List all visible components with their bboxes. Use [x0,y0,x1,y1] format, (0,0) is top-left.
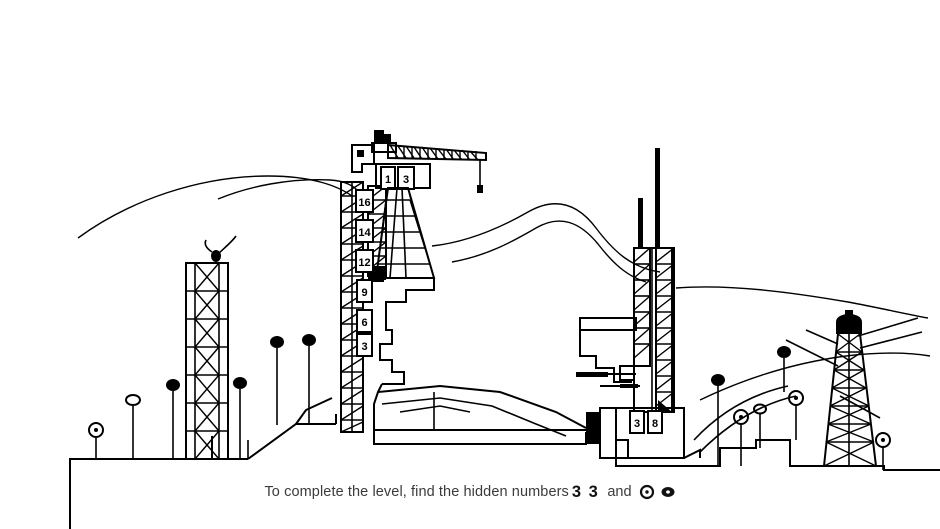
caption-hidden-numbers: 3 3 [571,482,600,501]
right-podium: 3 8 [599,407,701,467]
circle-dot-lamp-icon [639,484,654,500]
ground-right [684,385,940,471]
plaque-8-podium-box [647,410,663,434]
lamp-filled-1 [166,379,180,459]
plaque-14-label: 14 [358,227,371,239]
lamp-filled-5 [711,374,725,466]
lamp-circle-dot-2 [733,409,749,466]
lamp-circle-dot-3 [788,390,804,440]
plaque-group-left: 16 14 12 9 6 3 [355,189,374,357]
plaque-14-box [355,219,374,243]
level-instruction-caption: To complete the level, find the hidden n… [0,474,940,510]
plaque-1-label: 1 [385,174,391,186]
plaque-6-label: 6 [361,317,367,329]
right-mid-massing [576,317,640,388]
plaque-3-podium-label: 3 [634,418,640,430]
hill-outlines [77,175,931,401]
filled-oval-lamp-icon [661,487,675,497]
lamp-circle-dot-4 [875,432,891,470]
plaque-3-box [356,333,373,357]
caption-prefix: To complete the level, find the hidden n… [264,484,569,500]
lamp-hollow-oval-1 [125,394,141,459]
caption-symbols [637,484,676,500]
lamp-filled-2 [233,377,247,459]
plaque-3-label: 3 [361,341,367,353]
plaque-8-podium-label: 8 [652,418,658,430]
lattice-tower-left [185,235,237,460]
caption-conjunction: and [607,484,632,500]
lamp-hollow-oval-2 [753,403,767,448]
plaque-16-label: 16 [358,197,370,209]
skyscraper-right [619,148,675,413]
lamp-filled-4 [302,334,316,424]
lamp-filled-6 [777,346,791,392]
water-tower-right [785,310,923,467]
tower-crane [351,130,487,193]
numbered-tower-crane: 1 3 [374,163,436,280]
street-lamps [88,334,891,470]
plaque-3-podium-box [629,410,645,434]
plaque-12-label: 12 [358,257,370,269]
plaque-6-box [356,309,373,333]
plaque-3-crane-label: 3 [403,174,409,186]
plaque-16-box [355,189,374,213]
lamp-filled-3 [270,336,284,425]
ground-left [69,397,337,529]
central-stepped-building [373,277,600,445]
plaque-12-box [355,249,374,273]
plaque-9-box [356,279,373,303]
plaque-9-label: 9 [361,287,367,299]
numbered-tower-left: 16 14 12 9 6 3 [340,181,387,433]
lamp-circle-dot-1 [88,422,104,459]
